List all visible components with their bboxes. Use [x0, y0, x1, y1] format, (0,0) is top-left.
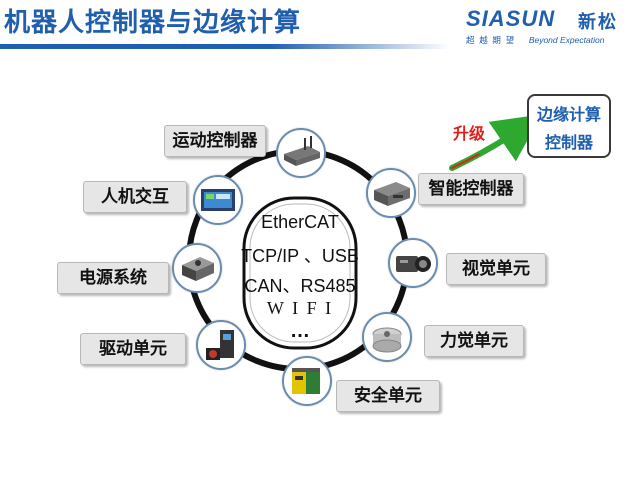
page-title: 机器人控制器与边缘计算: [4, 8, 302, 38]
vision-unit-node: [388, 238, 438, 288]
safety-relay-icon: [292, 368, 320, 394]
protocol-list: EtherCAT TCP/IP 、USB CAN、RS485 W I F I …: [238, 198, 362, 348]
label-force-unit: 力觉单元: [424, 325, 524, 357]
hmi-node: [193, 175, 243, 225]
protocol-can-rs485: CAN、RS485: [244, 276, 356, 296]
label-vision-unit: 视觉单元: [446, 253, 546, 285]
protocol-ethercat: EtherCAT: [261, 212, 339, 232]
logo-tagline-en: Beyond Expectation: [528, 35, 605, 45]
touch-panel-icon: [201, 189, 235, 211]
edge-controller-line2: 控制器: [544, 133, 593, 152]
motion-controller-node: [276, 128, 326, 178]
logo-tagline-cn: 超 越 期 望: [466, 36, 516, 46]
protocol-tcpip-usb: TCP/IP 、USB: [241, 246, 359, 266]
upgrade-label: 升级: [453, 124, 486, 143]
drive-unit-node: [196, 320, 246, 370]
industrial-pc-icon: [374, 182, 410, 206]
label-hmi: 人机交互: [83, 181, 187, 213]
label-smart-controller: 智能控制器: [418, 173, 524, 205]
label-motion-controller: 运动控制器: [164, 125, 266, 157]
title-underline: [0, 44, 450, 49]
power-module-icon: [182, 257, 214, 281]
logo-tagline: 超 越 期 望 Beyond Expectation: [466, 34, 604, 46]
siasun-logo: SIASUN 新松 超 越 期 望 Beyond Expectation: [466, 6, 636, 52]
edge-controller-box: 边缘计算 控制器: [527, 94, 611, 158]
logo-brand-cn: 新松: [578, 12, 618, 33]
label-drive-unit: 驱动单元: [80, 333, 186, 365]
safety-unit-node: [282, 356, 332, 406]
label-safety-unit: 安全单元: [336, 380, 440, 412]
protocol-wifi: W I F I: [266, 298, 334, 318]
logo-brand: SIASUN: [466, 6, 556, 31]
protocol-more: …: [290, 320, 310, 342]
label-power-system: 电源系统: [57, 262, 169, 294]
camera-icon: [396, 256, 431, 272]
servo-drive-icon: [206, 330, 234, 360]
protocol-panel-inner: [249, 203, 351, 343]
edge-controller-line1: 边缘计算: [536, 105, 601, 124]
controller-box-icon: [284, 136, 320, 166]
power-system-node: [172, 243, 222, 293]
force-unit-node: [362, 312, 412, 362]
smart-controller-node: [366, 168, 416, 218]
force-sensor-icon: [372, 327, 402, 353]
protocol-panel: [242, 196, 358, 350]
